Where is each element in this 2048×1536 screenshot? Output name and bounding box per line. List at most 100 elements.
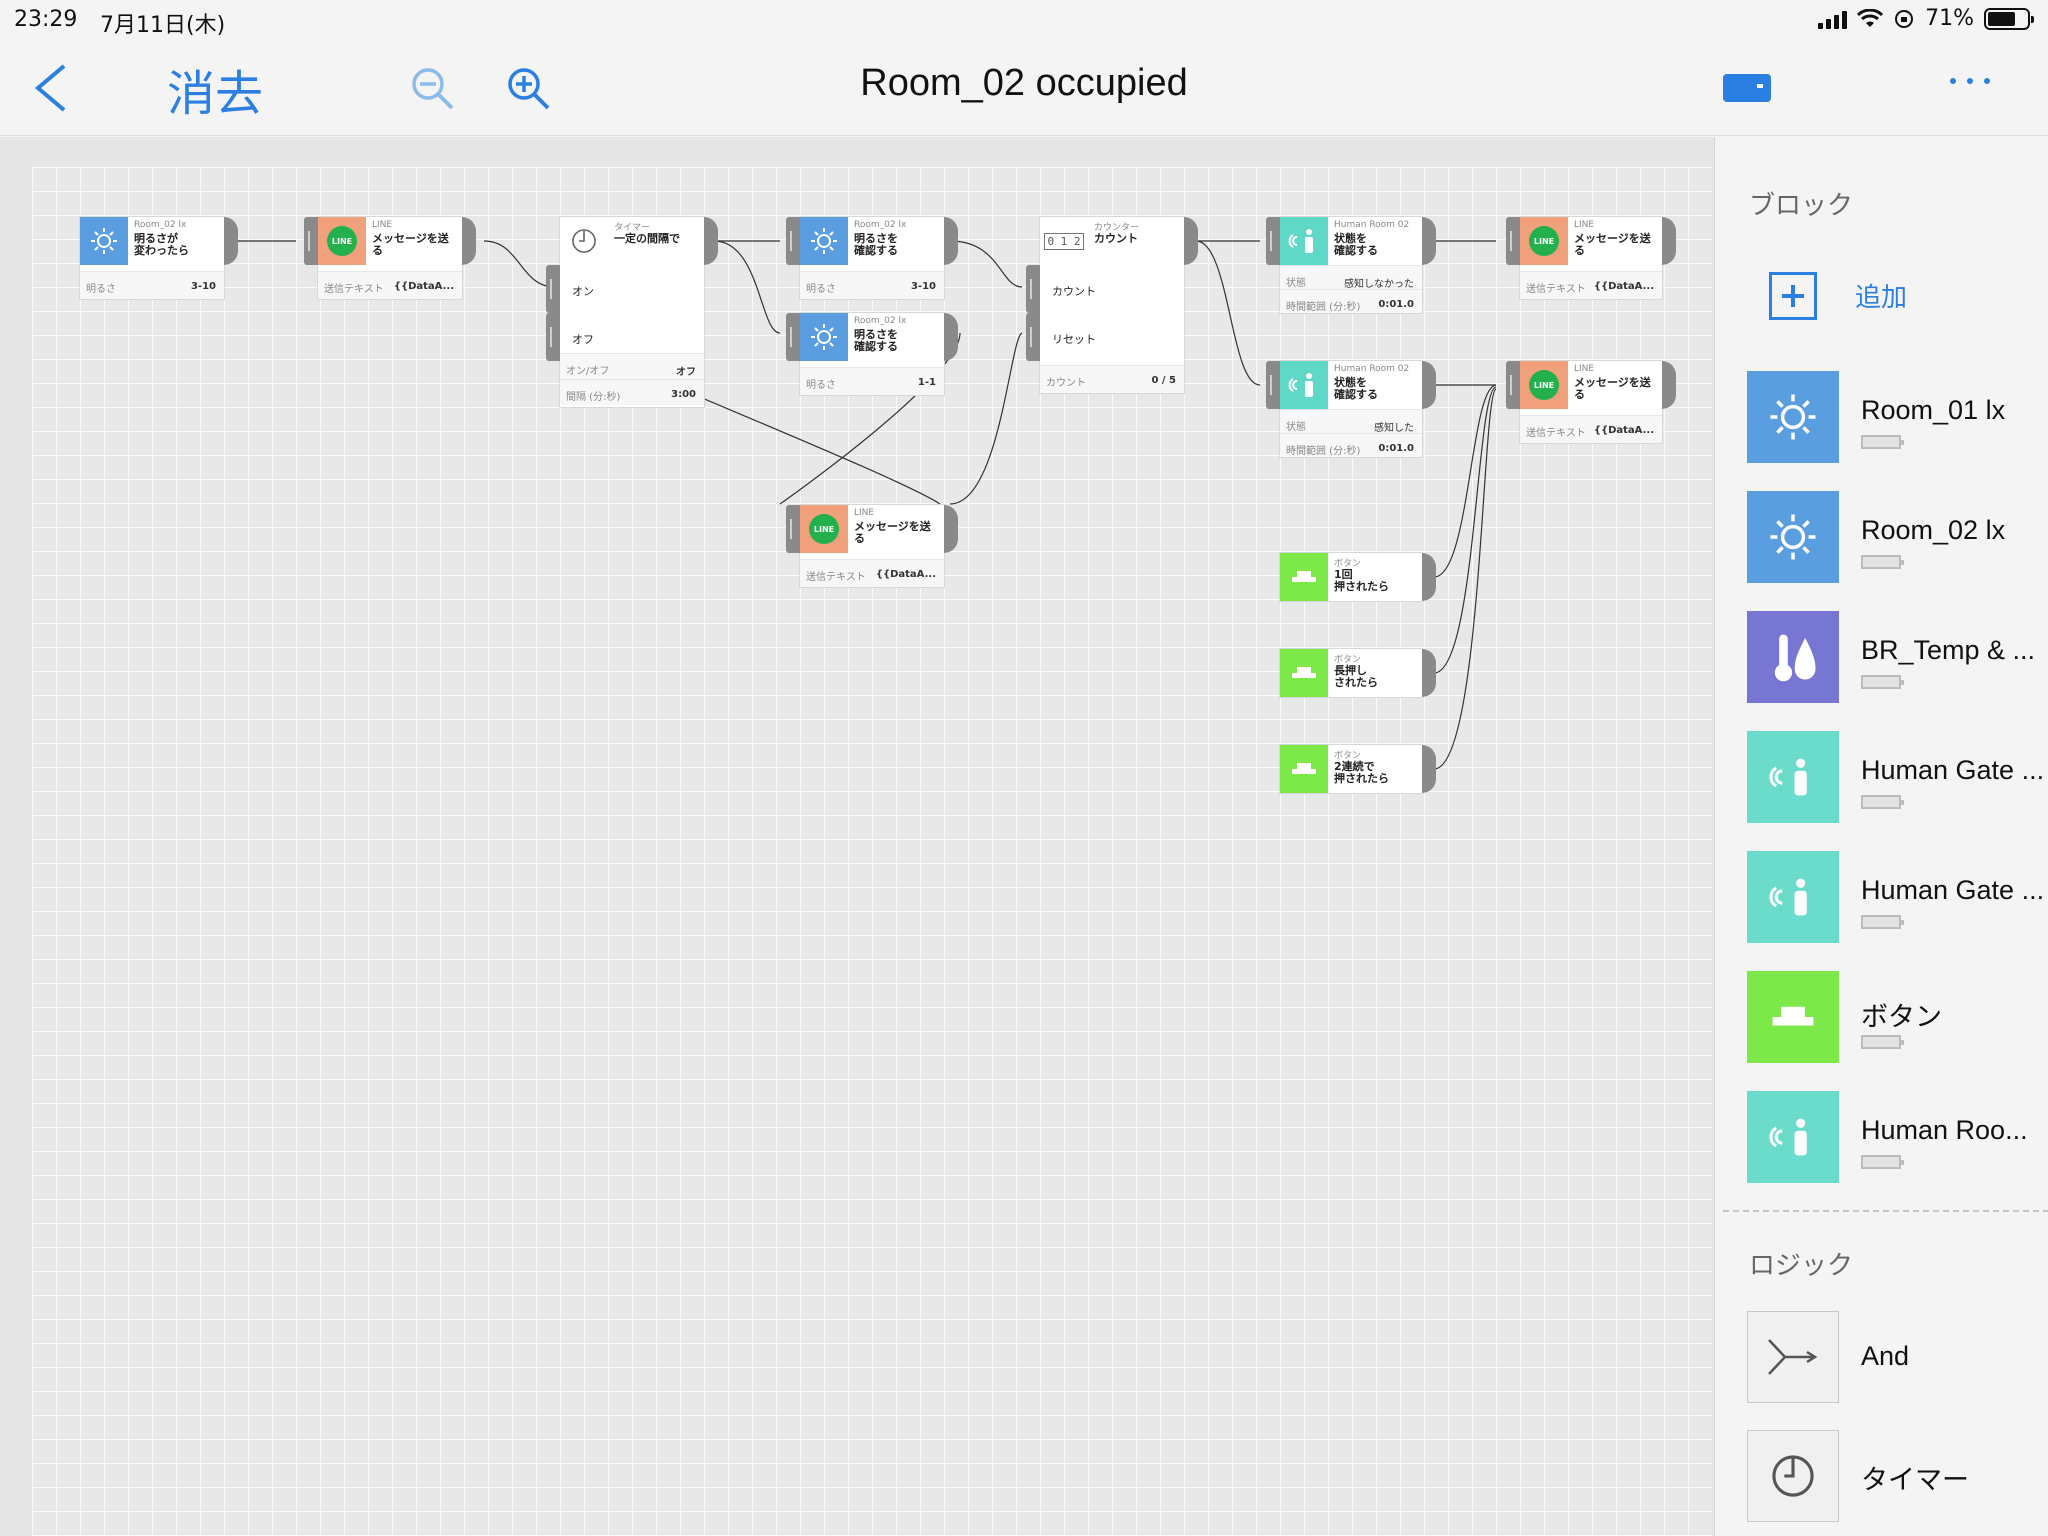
node-property-interval[interactable]: 間隔 (分:秒)3:00 <box>560 379 704 405</box>
battery-icon <box>1984 7 2034 30</box>
timer-icon <box>1747 1430 1839 1522</box>
output-port[interactable] <box>944 505 958 553</box>
output-port[interactable] <box>1422 745 1436 793</box>
counter-icon: 0 1 2 <box>1040 217 1088 265</box>
palette-item-label: ボタン <box>1861 1002 1942 1032</box>
palette-item-and[interactable]: And <box>1747 1311 2047 1403</box>
node-property-range[interactable]: 時間範囲 (分:秒)0:01.0 <box>1280 289 1422 313</box>
output-port[interactable] <box>944 217 958 265</box>
palette-item-br-temp[interactable]: BR_Temp & ... <box>1747 611 2047 703</box>
line-app-icon: LINE <box>318 217 366 265</box>
navigation-bar: 消去 Room_02 occupied <box>0 40 2048 136</box>
temperature-humidity-icon <box>1747 611 1839 703</box>
input-port-count[interactable] <box>1026 265 1040 313</box>
brightness-icon <box>1747 371 1839 463</box>
button-icon <box>1280 745 1328 793</box>
button-trigger-node[interactable]: ボタン 長押し されたら <box>1280 649 1436 697</box>
input-port-on[interactable] <box>546 265 560 313</box>
keyboard-icon[interactable] <box>1723 74 1771 102</box>
input-port[interactable] <box>786 217 800 265</box>
wifi-icon <box>1857 8 1884 27</box>
palette-item-button[interactable]: ボタン <box>1747 971 2047 1063</box>
output-port[interactable] <box>1662 217 1676 265</box>
output-port[interactable] <box>1422 361 1436 409</box>
line-message-node[interactable]: LINE LINE メッセージを送 る 送信テキスト{{DataA... <box>1506 361 1676 443</box>
node-property-onoff[interactable]: オン/オフオフ <box>560 353 704 379</box>
human-sensor-check-node[interactable]: Human Room 02 状態を 確認する 状態感知しなかった 時間範囲 (分… <box>1266 217 1436 313</box>
battery-level-icon <box>1861 435 1904 449</box>
input-port[interactable] <box>786 313 800 361</box>
output-port[interactable] <box>944 313 958 361</box>
palette-item-human-gate-2[interactable]: Human Gate ... <box>1747 851 2047 943</box>
node-service-name: LINE <box>1574 220 1595 230</box>
palette-item-room02-lx[interactable]: Room_02 lx <box>1747 491 2047 583</box>
input-port[interactable] <box>1266 217 1280 265</box>
node-property[interactable]: 送信テキスト{{DataA... <box>1520 415 1662 443</box>
human-sensor-check-node[interactable]: Human Room 02 状態を 確認する 状態感知した 時間範囲 (分:秒)… <box>1266 361 1436 457</box>
node-property[interactable]: 送信テキスト{{DataA... <box>800 559 944 587</box>
add-block-icon[interactable] <box>1769 272 1817 320</box>
line-message-node[interactable]: LINE LINE メッセージを送 る 送信テキスト{{DataA... <box>1506 217 1676 299</box>
palette-item-timer[interactable]: タイマー <box>1747 1430 2047 1522</box>
node-property[interactable]: 送信テキスト{{DataA... <box>318 271 462 299</box>
add-block-button[interactable]: 追加 <box>1855 283 1908 313</box>
node-property-range[interactable]: 時間範囲 (分:秒)0:01.0 <box>1280 433 1422 457</box>
delete-button[interactable]: 消去 <box>167 66 264 122</box>
input-port[interactable] <box>304 217 318 265</box>
zoom-in-icon[interactable] <box>504 64 552 112</box>
timer-node[interactable]: タイマー 一定の間隔で オン オフ オン/オフオフ 間隔 (分:秒)3:00 <box>546 217 718 407</box>
input-port[interactable] <box>1506 361 1520 409</box>
input-port[interactable] <box>1266 361 1280 409</box>
status-bar: 23:29 7月11日(木) 71% <box>0 0 2048 40</box>
more-options-icon[interactable] <box>1950 78 1990 84</box>
input-port-off[interactable] <box>546 313 560 361</box>
output-port[interactable] <box>1422 553 1436 601</box>
button-trigger-node[interactable]: ボタン 2連続で 押されたら <box>1280 745 1436 793</box>
back-chevron-icon[interactable] <box>28 60 78 116</box>
palette-item-room01-lx[interactable]: Room_01 lx <box>1747 371 2047 463</box>
output-port[interactable] <box>1184 217 1198 265</box>
node-service-name: LINE <box>372 220 393 230</box>
port-label-count: カウント <box>1052 285 1096 298</box>
section-divider <box>1723 1210 2048 1212</box>
line-message-node[interactable]: LINE LINE メッセージを送 る 送信テキスト{{DataA... <box>304 217 476 299</box>
palette-item-human-gate-1[interactable]: Human Gate ... <box>1747 731 2047 823</box>
palette-item-label: Room_02 lx <box>1861 515 2006 545</box>
battery-level-icon <box>1861 1035 1904 1049</box>
output-port[interactable] <box>224 217 238 265</box>
node-service-name: LINE <box>854 508 875 518</box>
palette-item-human-room[interactable]: Human Roo... <box>1747 1091 2047 1183</box>
node-title: メッセージを送 る <box>1574 376 1651 401</box>
node-property-state[interactable]: 状態感知した <box>1280 409 1422 434</box>
output-port[interactable] <box>1662 361 1676 409</box>
output-port[interactable] <box>1422 217 1436 265</box>
input-port-reset[interactable] <box>1026 313 1040 361</box>
input-port[interactable] <box>786 505 800 553</box>
node-property-state[interactable]: 状態感知しなかった <box>1280 265 1422 290</box>
line-message-node[interactable]: LINE LINE メッセージを送 る 送信テキスト{{DataA... <box>786 505 958 587</box>
battery-level-icon <box>1861 795 1904 809</box>
node-property[interactable]: 送信テキスト{{DataA... <box>1520 271 1662 299</box>
node-service-name: LINE <box>1574 364 1595 374</box>
zoom-out-icon[interactable] <box>408 64 456 112</box>
palette-item-label: Human Gate ... <box>1861 755 2045 785</box>
input-port[interactable] <box>1506 217 1520 265</box>
brightness-icon <box>800 217 848 265</box>
button-trigger-node[interactable]: ボタン 1回 押されたら <box>1280 553 1436 601</box>
output-port[interactable] <box>1422 649 1436 697</box>
node-title: カウント <box>1094 232 1138 245</box>
node-device-name: Human Room 02 <box>1334 364 1410 374</box>
battery-percent: 71% <box>1925 6 1974 31</box>
output-port[interactable] <box>704 217 718 265</box>
palette-item-label: BR_Temp & ... <box>1861 635 2036 665</box>
output-port[interactable] <box>462 217 476 265</box>
